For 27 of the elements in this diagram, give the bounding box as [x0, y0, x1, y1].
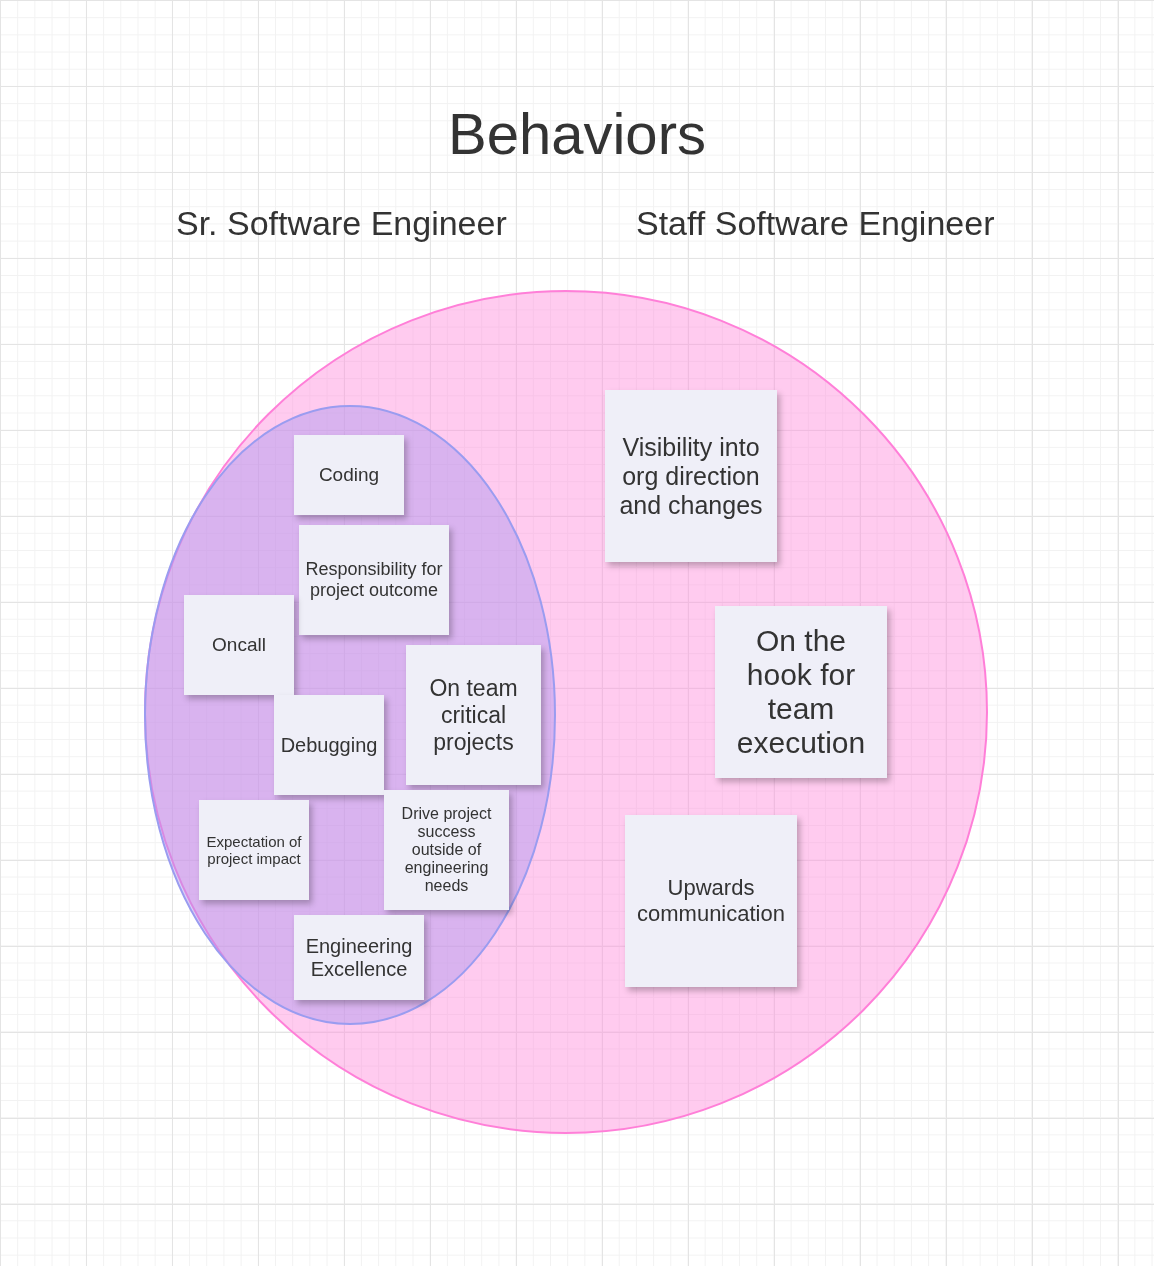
set-heading: Sr. Software Engineer [176, 204, 507, 243]
set-heading: Staff Software Engineer [636, 204, 995, 243]
note-text: Expectation of project impact [205, 833, 303, 867]
note-text: Debugging [280, 733, 378, 757]
diagram-title: Behaviors [447, 100, 707, 167]
sticky-note [625, 815, 797, 987]
sticky-note [199, 800, 309, 900]
note-text: Visibility into org direction and changes [618, 432, 764, 520]
note-text: Coding [318, 464, 380, 486]
sticky-note [294, 915, 424, 1000]
venn-circle [144, 405, 556, 1025]
note-text: Engineering Excellence [304, 934, 414, 981]
note-text: On team critical projects [428, 674, 519, 756]
sticky-note [384, 790, 509, 910]
sticky-note [715, 606, 887, 778]
sticky-note [274, 695, 384, 795]
venn-circle [144, 290, 988, 1134]
sticky-note [299, 525, 449, 635]
note-text: Upwards communication [636, 875, 786, 927]
sticky-note [294, 435, 404, 515]
note-text: On the hook for team execution [735, 624, 867, 760]
note-text: Responsibility for project outcome [305, 559, 443, 601]
sticky-note [605, 390, 777, 562]
note-text: Oncall [212, 634, 266, 656]
sticky-note [406, 645, 541, 785]
note-text: Drive project success outside of engineering needs [400, 805, 493, 895]
sticky-note [184, 595, 294, 695]
